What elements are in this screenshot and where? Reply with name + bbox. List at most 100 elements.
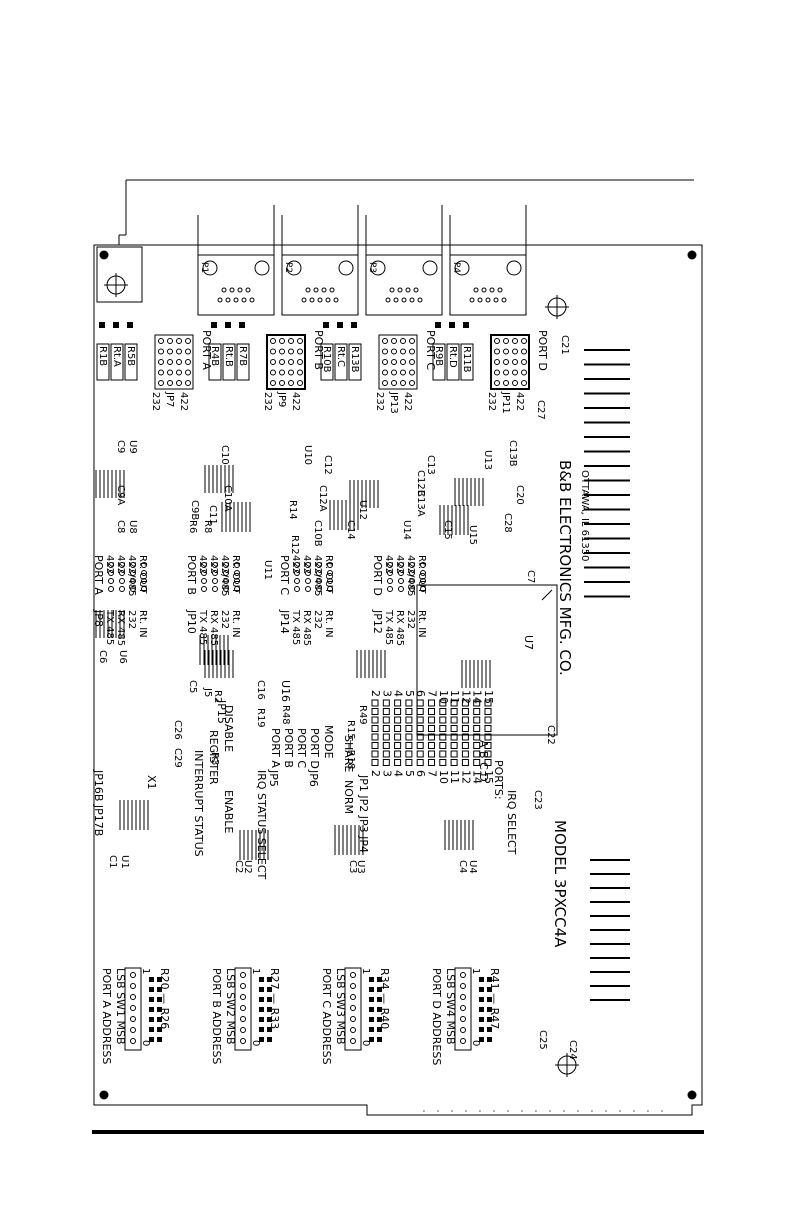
switch-one: 1 — [360, 968, 371, 974]
x1-label: X1 — [145, 775, 158, 790]
u16-label: U16 — [279, 680, 292, 702]
address-block-sw: LSB SW3 MSB — [334, 968, 347, 1045]
port-section-jp: JP13 — [388, 391, 399, 414]
mode-label: MODE — [322, 725, 335, 759]
r48: R48 — [280, 705, 291, 725]
jp-left-label: 232 — [126, 610, 137, 629]
port-jumper-block — [432, 322, 530, 390]
irq-number: 14 — [471, 770, 484, 784]
irq-number: 10 — [437, 770, 450, 784]
jp-left-label: Rt. IN — [323, 610, 334, 638]
irq-number-right: 14 — [471, 690, 484, 704]
port-resistor-label: R4B — [209, 346, 220, 366]
address-block-sw: LSB SW1 MSB — [114, 968, 127, 1045]
irq-number-right: 3 — [380, 690, 393, 697]
irq-select-label: IRQ SELECT — [505, 790, 518, 855]
switch-zero: 0 — [250, 1040, 261, 1046]
dip-switch — [344, 967, 382, 1051]
irq-number: 7 — [426, 770, 439, 777]
irq-number-right: 11 — [448, 690, 461, 704]
jp-left-label: 232 — [312, 610, 323, 629]
status-port-label: PORT D — [308, 728, 321, 769]
jp-right-label: 422 — [290, 555, 301, 574]
c11: C11 — [207, 505, 218, 525]
jp-right-label: 422 — [115, 555, 126, 574]
switch-zero: 0 — [360, 1040, 371, 1046]
jp-left-label: TX 485 — [383, 609, 394, 645]
u12: U12 — [357, 500, 368, 520]
board-outline — [93, 179, 703, 1116]
jp-left-label: Rt. IN — [137, 610, 148, 638]
ic-pin-strip — [199, 635, 229, 665]
switch-zero: 0 — [140, 1040, 151, 1046]
c13: C13 — [425, 455, 436, 475]
port-resistor-label: R11B — [461, 346, 472, 373]
jp-right-label: 422/485 — [312, 555, 323, 597]
irq-number-right: 7 — [426, 690, 439, 697]
irq-number: 5 — [403, 770, 416, 777]
irq-status-select-label: IRQ STATUS SELECT — [255, 770, 268, 880]
c28: C28 — [502, 513, 513, 533]
port-section-232: 232 — [486, 392, 497, 411]
u10: U10 — [302, 445, 313, 465]
jp-right-label: 422 — [383, 555, 394, 574]
address-block-resistors: R27 — R33 — [268, 968, 281, 1029]
interrupt-status-label: INTERRUPT STATUS — [192, 750, 205, 857]
c12: C12 — [322, 455, 333, 475]
irq-number-right: 2 — [369, 690, 382, 697]
irq-number-right: 15 — [482, 690, 495, 704]
c1: C1 — [107, 855, 118, 868]
c24: C24 — [567, 1040, 578, 1060]
c20: C20 — [514, 485, 525, 505]
switch-zero: 0 — [470, 1040, 481, 1046]
jp-irq-row-label: JP1 JP2 JP3 JP4 — [357, 774, 370, 853]
disable-label: DISABLE — [222, 705, 235, 752]
c12b: C12B — [415, 470, 426, 497]
jp16b-17b-label: JP16B JP17B — [92, 769, 105, 836]
jp-left-label: Rt. IN — [230, 610, 241, 638]
switch-one: 1 — [140, 968, 151, 974]
model-label: MODEL 3PXCC4A — [551, 820, 569, 948]
port-section-232: 232 — [374, 392, 385, 411]
dip-switch — [454, 967, 492, 1051]
irq-number-right: 12 — [459, 690, 472, 704]
db9-connector — [281, 205, 359, 316]
port-section-232: 232 — [262, 392, 273, 411]
ic-pin-strip — [221, 502, 251, 532]
c9b: C9B — [189, 500, 200, 520]
jp-label: JP8 — [92, 609, 105, 627]
switch-one: 1 — [250, 968, 261, 974]
jp-right-label: 422 — [104, 555, 115, 574]
c5: C5 — [187, 680, 198, 693]
irq-number: 15 — [482, 770, 495, 784]
r2: R2 — [212, 690, 223, 703]
jp-header — [387, 562, 426, 592]
db9-label: P3 — [367, 262, 377, 273]
db9-label: P1 — [199, 262, 209, 273]
jp-header — [294, 562, 333, 592]
jp-right-label: 422 — [394, 555, 405, 574]
ic-pin-strip — [204, 650, 234, 678]
address-block-resistors: R34 — R40 — [378, 968, 391, 1029]
port-section-232: 232 — [150, 392, 161, 411]
r12: R12 — [289, 535, 300, 555]
share-label: SHARE — [342, 735, 355, 772]
jp-port-label: PORT D — [371, 555, 384, 596]
irq-number-right: 6 — [414, 690, 427, 697]
port-jumper-block — [96, 322, 194, 390]
jp-port-label: PORT A — [92, 555, 105, 595]
u1: U1 — [119, 855, 130, 869]
ic-pin-strip — [439, 505, 469, 535]
jp5-label: JP5 — [267, 769, 280, 787]
irq-number: 2 — [369, 770, 382, 777]
c7: C7 — [525, 570, 536, 583]
jp-header — [201, 562, 240, 592]
address-block-resistors: R41 — R47 — [488, 968, 501, 1029]
c10a: C10A — [222, 485, 233, 512]
port-jumper-block — [208, 322, 306, 390]
status-port-label: PORT C — [295, 728, 308, 768]
ic-pin-strip — [204, 465, 234, 493]
db9-connector — [197, 205, 275, 316]
jp-left-label: RX 485 — [115, 610, 126, 646]
address-block-title: PORT D ADDRESS — [430, 968, 443, 1065]
